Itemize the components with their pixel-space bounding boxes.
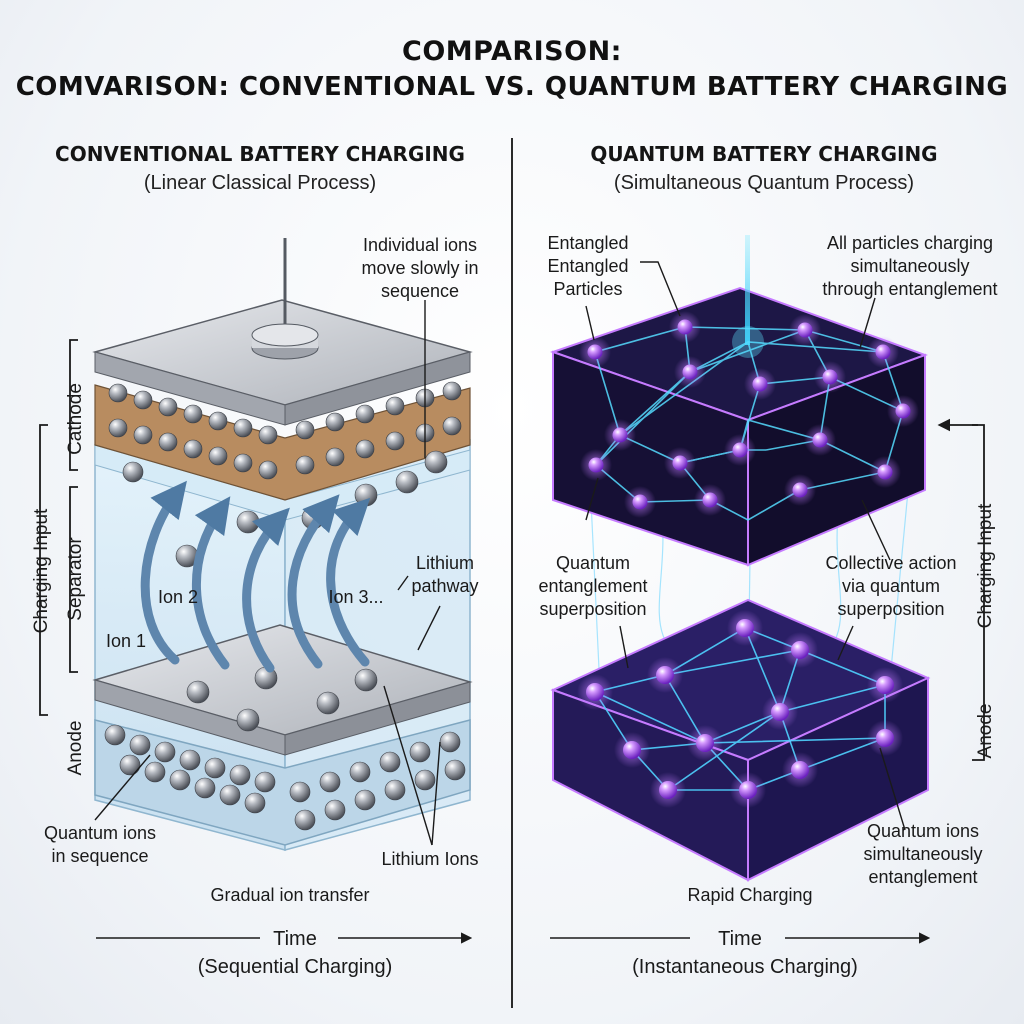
left-subheading: (Linear Classical Process)	[143, 172, 377, 194]
right-time-label: Time	[718, 928, 762, 950]
label-ion-2: Ion 2	[157, 587, 199, 607]
side-label-charging-input-right: Charging Input	[975, 503, 996, 629]
label-quantum-entanglement: Quantum entanglement superposition	[538, 553, 648, 619]
label-quantum-ions-simultaneously: Quantum ions simultaneously entanglement	[863, 821, 983, 887]
label-ion-1: Ion 1	[105, 631, 147, 651]
label-all-particles-charging: All particles charging simultaneously th…	[822, 233, 998, 299]
side-label-cathode: Cathode	[65, 383, 86, 455]
label-lithium-pathway: Lithium pathway	[411, 553, 479, 596]
side-label-separator: Separator	[65, 537, 86, 621]
left-heading: CONVENTIONAL BATTERY CHARGING	[55, 142, 465, 166]
center-divider	[511, 138, 513, 1008]
label-entangled-particles: Entangled Entangled Particles	[547, 233, 629, 299]
label-quantum-ions-sequence: Quantum ions in sequence	[43, 823, 157, 866]
left-time-sublabel: (Sequential Charging)	[197, 956, 393, 978]
left-time-label: Time	[273, 928, 317, 950]
label-lithium-ions: Lithium Ions	[381, 849, 479, 869]
label-individual-ions: Individual ions move slowly in sequence	[361, 235, 479, 301]
side-label-charging-input-left: Charging Input	[31, 508, 52, 634]
right-heading: QUANTUM BATTERY CHARGING	[590, 142, 938, 166]
side-label-anode-left: Anode	[65, 720, 86, 776]
label-rapid-charging: Rapid Charging	[687, 885, 813, 905]
side-label-anode-right: Anode	[975, 703, 996, 759]
right-subheading: (Simultaneous Quantum Process)	[613, 172, 915, 194]
title-line-1: COMPARISON:	[402, 36, 622, 67]
title-line-2: COMVARISON: CONVENTIONAL VS. QUANTUM BAT…	[15, 72, 1009, 102]
label-gradual-ion-transfer: Gradual ion transfer	[210, 885, 370, 905]
right-time-sublabel: (Instantaneous Charging)	[632, 956, 858, 978]
label-ion-3: Ion 3...	[328, 587, 384, 607]
label-collective-action: Collective action via quantum superposit…	[825, 553, 957, 619]
